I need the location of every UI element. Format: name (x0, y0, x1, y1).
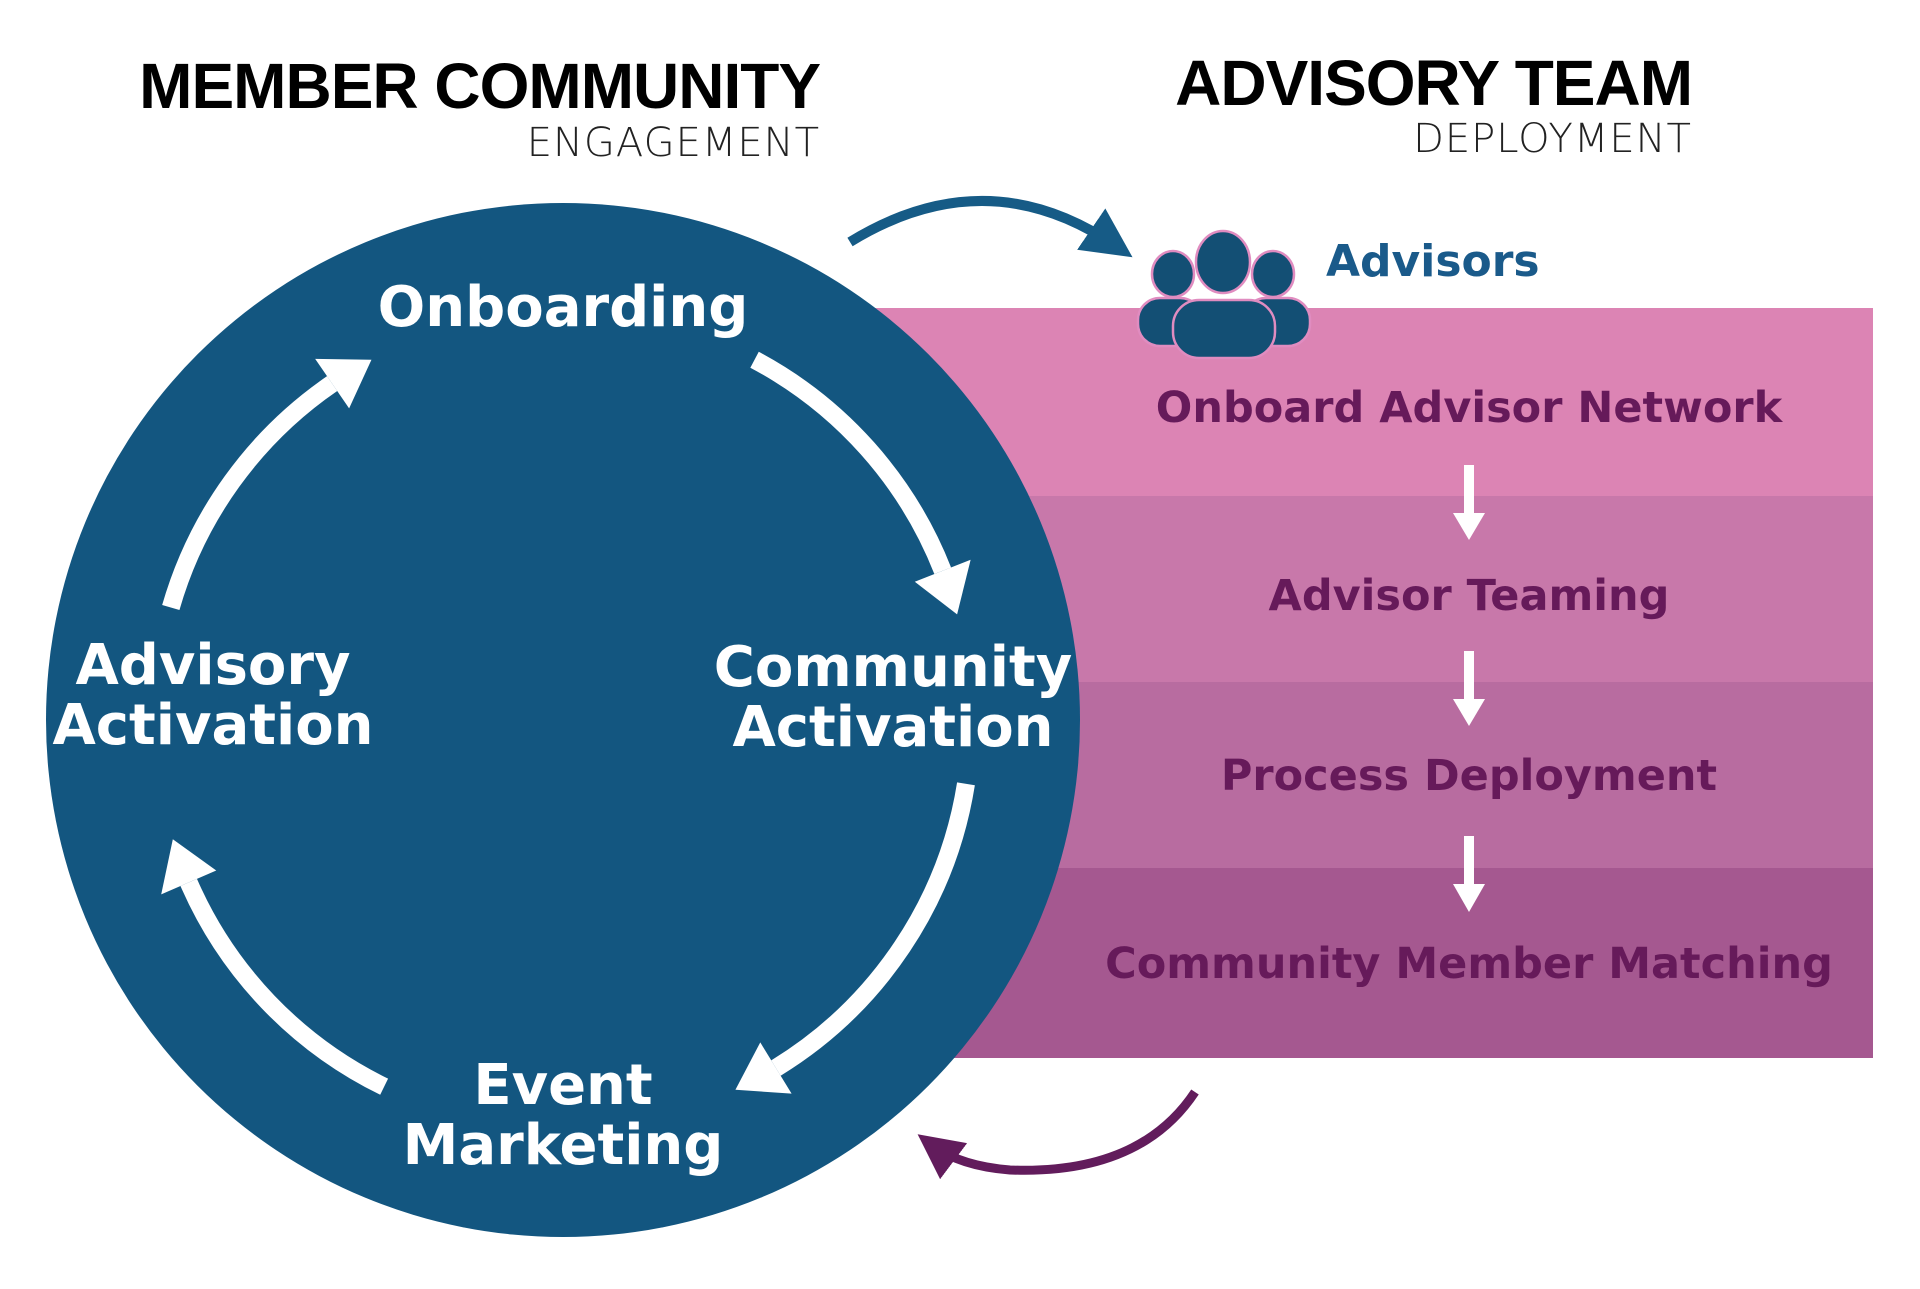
advisory-team-title: ADVISORY TEAM (1175, 47, 1692, 119)
onboarding-to-community-arrow (750, 351, 952, 575)
event-to-advisory-arrow (180, 878, 389, 1095)
member-community-title: MEMBER COMMUNITY (139, 50, 820, 122)
deployment-down-arrows (1453, 465, 1485, 912)
advisory-activation-label-line-2: Activation (52, 693, 373, 758)
engagement-subtitle: ENGAGEMENT (527, 120, 820, 166)
community-activation-label-line-1: Community (714, 635, 1072, 700)
advisors-label: Advisors (1326, 236, 1540, 287)
down-arrow-icon (1453, 465, 1485, 540)
event-to-advisory-arrow-head (161, 839, 217, 895)
down-arrow-icon (1453, 651, 1485, 726)
to-advisors-arrow (847, 196, 1133, 258)
group-people-icon (1136, 229, 1312, 360)
event-marketing-label-line-1: Event (473, 1053, 652, 1118)
deployment-band-1 (870, 308, 1873, 496)
cycle-step-onboarding: Onboarding (378, 275, 749, 340)
onboarding-to-community-arrow-head (914, 559, 971, 615)
community-to-event-arrow-head (735, 1042, 792, 1094)
cycle-arrows (161, 351, 975, 1095)
deployment-step-4-label: Community Member Matching (1105, 939, 1833, 989)
cycle-step-advisory-activation: Advisory Activation (52, 633, 373, 758)
community-to-event-arrow (771, 782, 975, 1076)
member-community-circle (46, 203, 1080, 1237)
deployment-step-3-label: Process Deployment (1221, 751, 1717, 801)
cycle-step-community-activation: Community Activation (714, 635, 1072, 760)
advisory-activation-label-line-1: Advisory (75, 633, 350, 698)
deployment-subtitle: DEPLOYMENT (1413, 116, 1692, 162)
onboarding-label: Onboarding (378, 275, 749, 340)
deployment-panel (870, 308, 1873, 1058)
deployment-step-2-label: Advisor Teaming (1269, 571, 1670, 621)
event-marketing-label-line-2: Marketing (403, 1113, 724, 1178)
down-arrow-icon (1453, 836, 1485, 912)
advisory-to-onboarding-arrow-head (315, 358, 372, 409)
deployment-step-1-label: Onboard Advisor Network (1156, 383, 1784, 433)
back-to-community-arrow (917, 1089, 1199, 1180)
community-activation-label-line-2: Activation (732, 695, 1053, 760)
advisory-to-onboarding-arrow (162, 376, 338, 611)
cycle-step-event-marketing: Event Marketing (403, 1053, 724, 1178)
